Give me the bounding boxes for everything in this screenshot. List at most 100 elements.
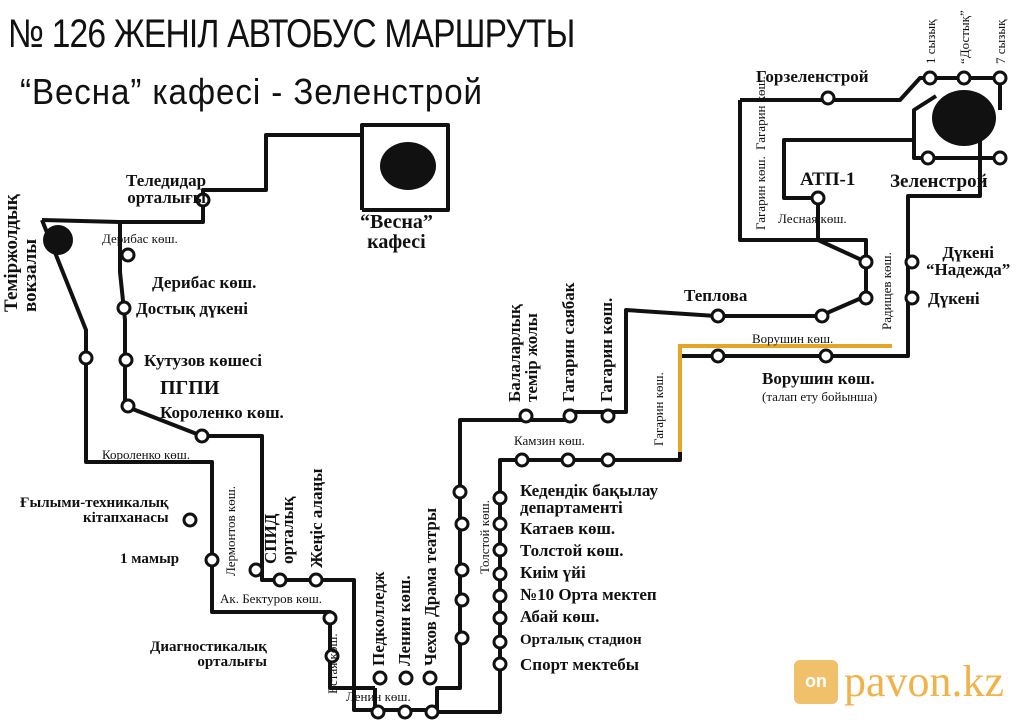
stop-marker [992,150,1008,166]
stop-marker [992,70,1008,86]
stop-kiim: Киім үйі [520,563,586,582]
stop-kamzin: Камзин көш. [514,433,585,448]
stop-marker [956,70,972,86]
watermark-badge: on [793,659,838,704]
stop-marker [920,150,936,166]
stop-marker [322,610,338,626]
stop-abay: Абай көш. [520,607,600,626]
stop-deribas-small: Дерибас көш. [102,231,178,246]
stop-gagarin-top2: Гагарин көш. [753,76,768,150]
stop-korolenko: Короленко көш. [160,403,284,422]
stop-stadium: Орталық стадион [520,632,642,648]
zelenstroy-terminal-label: Зеленстрой [890,171,988,192]
stop-vorushin-small: Ворушин көш. [752,331,834,346]
stop-balalar: Балаларлық темір жолы [505,304,541,402]
stop-marker [710,348,726,364]
stop-gagarin-str: Гагарин көш. [597,297,616,402]
stop-gagarin-v: Гагарин көш. [651,372,666,446]
stop-marker [810,190,826,206]
stop-lenin-h: Ленин көш. [346,689,411,704]
stop-marker [195,192,211,208]
stop-spid: СПИД орталық [261,496,297,564]
stop-deribas: Дерибас көш. [152,273,257,292]
stop-estaya: Естая көш. [325,633,340,694]
stop-marker [492,656,508,672]
vesna-terminal-label: “Весна” кафесі [360,211,433,253]
route-segment-gagarin-top [738,100,868,260]
stop-pedcollege: Педколледж [369,571,388,666]
vesna-terminal-marker [380,142,436,190]
stop-mamyr: 1 мамыр [120,551,180,567]
stop-lermontov: Лермонтов көш. [223,486,238,576]
stop-marker [922,70,938,86]
stop-marker [514,452,530,468]
stop-marker [78,350,94,366]
stop-gorzelenstroy: Горзеленстрой [756,67,869,86]
stop-lesnaya: Лесная көш. [778,211,847,226]
stop-tolstoy: Толстой көш. [520,541,624,560]
stop-marker [492,542,508,558]
stop-marker [182,512,198,528]
stop-marker [424,704,440,720]
stop-marker [904,254,920,270]
stop-marker [370,704,386,720]
stop-kutuzov: Кутузов көшесі [144,351,262,370]
stop-kataev: Катаев көш. [520,519,616,538]
stop-gagarin-park: Гагарин саябак [559,282,578,402]
stop-marker [904,290,920,306]
stop-marker [372,670,388,686]
stop-pgpi: ПГПИ [160,377,220,399]
stop-marker [858,254,874,270]
stop-marker [710,308,726,324]
stop-marker [600,452,616,468]
stop-diagnostic: Диагностикалық орталығы [150,639,267,670]
stop-marker [492,634,508,650]
stop-marker [454,592,470,608]
stop-marker [454,630,470,646]
stop-marker [492,588,508,604]
stop-vorushin: Ворушин көш. [762,369,875,388]
stop-chekhov: Чехов Драма театры [421,507,440,666]
stop-marker [397,704,413,720]
stop-zhenis: Жеңіс алаңы [307,468,326,568]
map-subtitle: “Весна” кафесі - Зеленстрой [20,71,483,112]
stop-marker [248,562,264,578]
stop-marker [492,516,508,532]
stop-line7: 7 сызық [993,19,1008,64]
stop-bekturov: Ак. Бектуров көш. [220,591,323,606]
stop-korolenko-small: Короленко көш. [102,447,191,462]
stop-marker [820,90,836,106]
stop-marker [116,300,132,316]
stop-gagarin-top: Гагарин көш. [753,156,768,230]
watermark: on pavon.kz [793,656,1004,707]
watermark-text: pavon.kz [843,657,1004,706]
stop-marker [272,572,288,588]
route-segment-zelenstroy-link [912,94,938,158]
stop-marker [560,452,576,468]
stop-marker [118,352,134,368]
stop-marker [492,490,508,506]
stop-nadezhda: Дүкені “Надежда” [926,243,1011,279]
stop-marker [324,648,340,664]
stop-line1: 1 сызық [923,19,938,64]
stop-marker [454,516,470,532]
stop-marker [308,572,324,588]
stop-radishchev: Радищев көш. [879,252,894,330]
stop-marker [120,398,136,414]
zelenstroy-terminal-marker [932,90,996,146]
stop-marker [600,408,616,424]
station-terminal-marker [43,225,73,255]
stop-library: Ғылыми-техникалық кітапханасы [20,495,169,526]
stop-marker [562,408,578,424]
detour-segment [678,344,892,452]
stop-atp: АТП-1 [800,169,856,190]
stop-marker [204,552,220,568]
stop-teledidar: Теледидар орталығы [126,171,207,207]
map-title: № 126 ЖЕНІЛ АВТОБУС МАРШРУТЫ [8,12,575,56]
station-terminal-label: Теміржолдық вокзалы [1,194,41,312]
stop-dostyk-line: “Достық” [957,10,972,64]
stop-lenin-v: Ленин көш. [395,575,414,666]
stop-customs: Кедендік бақылау департаменті [520,481,659,517]
